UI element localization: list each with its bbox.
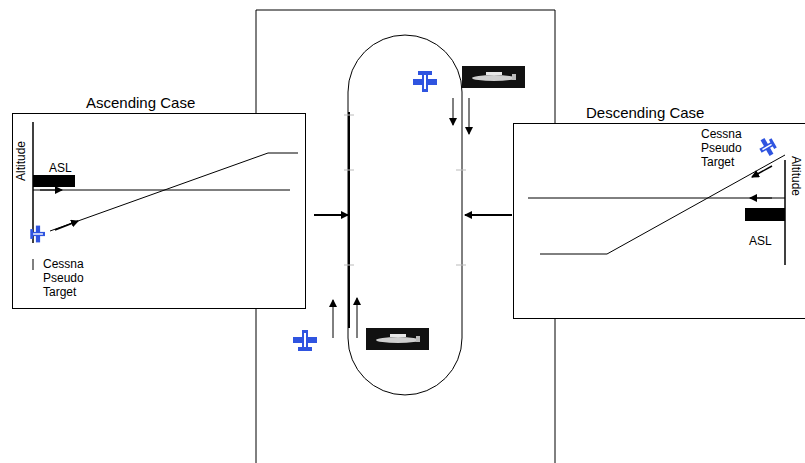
cessna-photo bbox=[462, 66, 525, 88]
pseudo-target-icon bbox=[756, 135, 779, 158]
case-pointer bbox=[465, 214, 512, 216]
ownship-path bbox=[33, 190, 290, 191]
case-heading: Descending Case bbox=[586, 104, 704, 122]
pseudo-target-icon bbox=[413, 71, 437, 92]
racetrack-ticks bbox=[344, 115, 466, 265]
central-frame bbox=[256, 10, 555, 463]
asl-label: ASL bbox=[49, 161, 72, 175]
case-heading: Ascending Case bbox=[86, 94, 195, 112]
direction-arrow bbox=[453, 98, 454, 125]
cessna-photo bbox=[366, 328, 429, 350]
direction-arrow bbox=[55, 221, 78, 230]
pseudo-target-icon bbox=[293, 330, 317, 351]
descending-case-box: Descending CaseCessna Pseudo TargetAltit… bbox=[513, 123, 805, 319]
ascending-case-box: Ascending CaseAltitudeASLCessna Pseudo T… bbox=[12, 113, 306, 309]
target-label: Cessna Pseudo Target bbox=[700, 127, 743, 169]
target-path bbox=[540, 155, 785, 254]
target-label: Cessna Pseudo Target bbox=[42, 257, 85, 299]
racetrack-leg bbox=[348, 112, 350, 328]
tick-mark bbox=[33, 259, 34, 270]
asl-bar bbox=[33, 175, 75, 187]
pseudo-target-icon bbox=[30, 226, 45, 243]
direction-arrow bbox=[469, 98, 470, 134]
case-pointer bbox=[314, 214, 348, 216]
direction-arrow bbox=[357, 298, 358, 338]
direction-arrow bbox=[40, 190, 62, 191]
racetrack bbox=[348, 35, 462, 395]
direction-arrow bbox=[750, 198, 772, 199]
axis-label: Altitude bbox=[789, 156, 803, 196]
ownship-path bbox=[528, 198, 785, 199]
direction-arrow bbox=[752, 166, 772, 177]
asl-bar bbox=[745, 208, 785, 221]
asl-label: ASL bbox=[749, 234, 772, 248]
target-path bbox=[50, 153, 298, 231]
direction-arrow bbox=[333, 300, 334, 338]
axis-label: Altitude bbox=[14, 141, 28, 181]
